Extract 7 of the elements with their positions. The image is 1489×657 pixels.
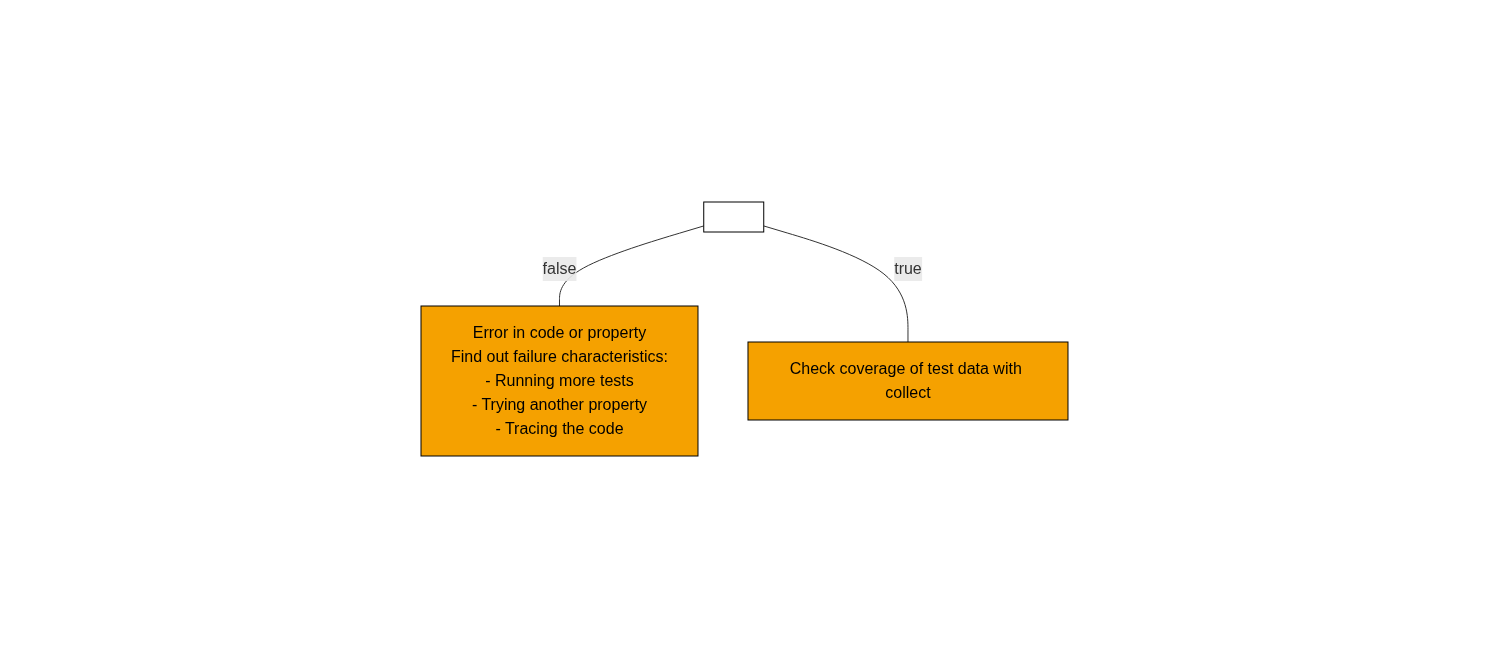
node-box: Check coverage of test data with collect [747, 341, 1069, 420]
node-box [703, 201, 765, 232]
connector [763, 224, 909, 342]
connector [559, 224, 705, 306]
edge-label: true [894, 259, 922, 277]
node-box: Error in code or property Find out failure characteristics: - Running more tests - Trying another property - Tracing the code [420, 305, 699, 456]
edge-label: false [542, 259, 577, 277]
